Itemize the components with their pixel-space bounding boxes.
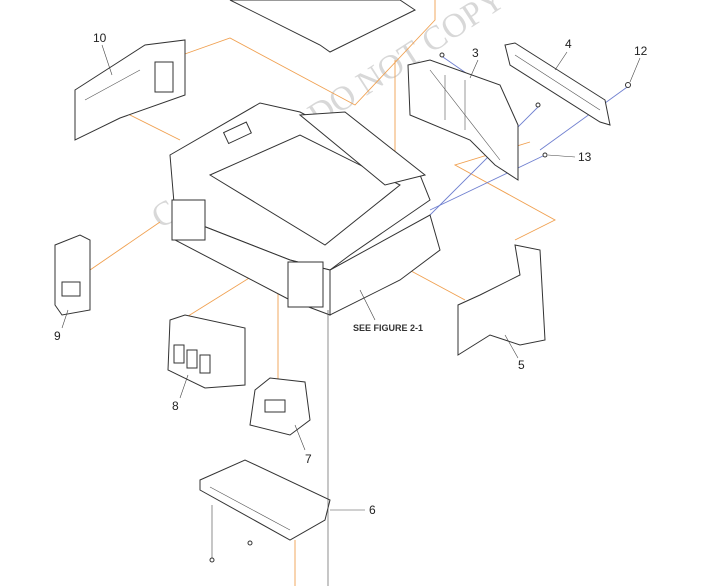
part-5-side-cover — [457, 244, 546, 356]
callout-12: 12 — [634, 44, 648, 58]
part-3-frame — [407, 59, 519, 181]
part-10-panel — [74, 39, 186, 141]
callout-6: 6 — [369, 503, 376, 517]
part-4-rail — [504, 42, 611, 126]
part-6-base — [199, 459, 331, 541]
callout-13: 13 — [578, 150, 592, 164]
callout-10: 10 — [93, 31, 107, 45]
callout-7: 7 — [305, 452, 312, 466]
callout-3: 3 — [472, 46, 479, 60]
part-8-tank-cover — [167, 314, 246, 389]
callout-8: 8 — [172, 399, 179, 413]
part-9-cover — [54, 234, 91, 316]
callout-5: 5 — [518, 358, 525, 372]
callout-leader-lines — [61, 44, 641, 586]
see-figure-note: SEE FIGURE 2-1 — [353, 323, 424, 333]
part-7-assembly — [249, 377, 311, 436]
main-printer-body — [169, 102, 441, 316]
callout-4: 4 — [565, 37, 572, 51]
part-top-cover — [229, 0, 416, 53]
screws — [209, 52, 631, 563]
callout-9: 9 — [54, 329, 61, 343]
